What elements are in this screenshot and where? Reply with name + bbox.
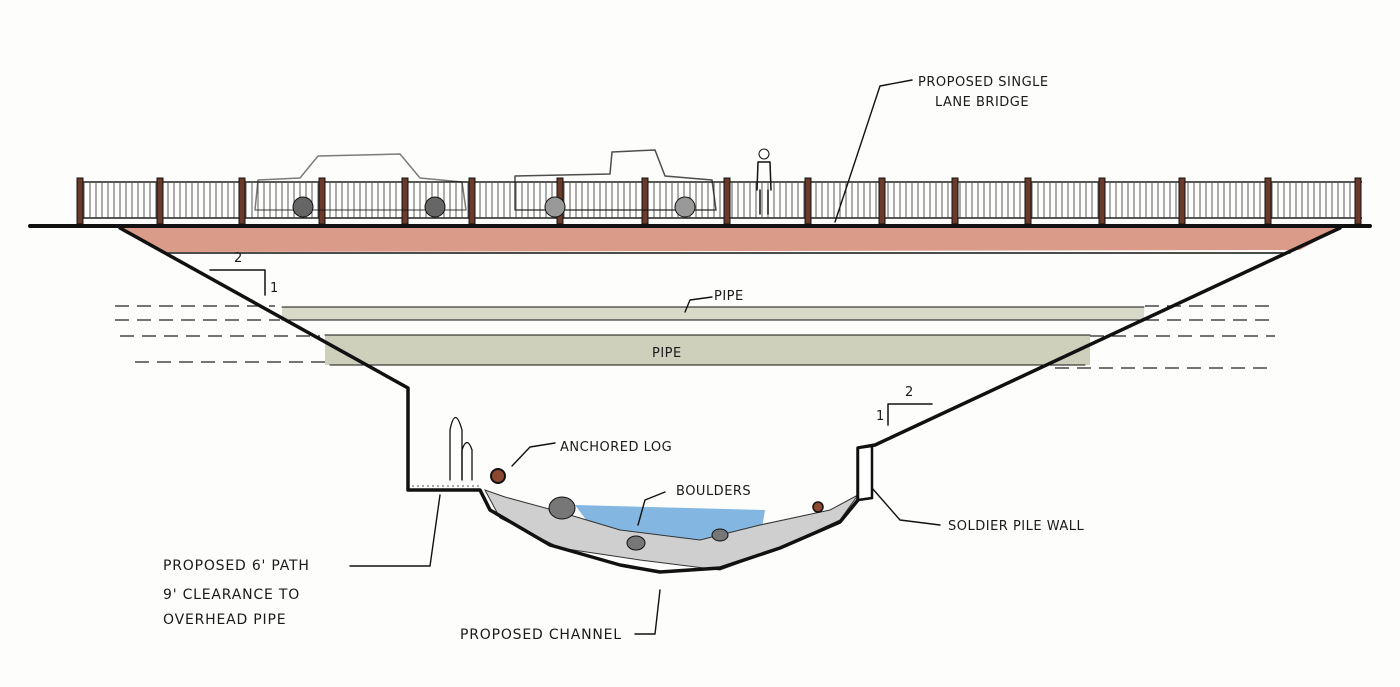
slope-right-run: 2 [905,385,914,400]
label-boulders: BOULDERS [676,484,751,499]
railing-post [878,177,886,225]
anchored-log [812,501,824,513]
railing-post [723,177,731,225]
label-pipe-lower: PIPE [652,346,682,361]
label-bridge-line1: PROPOSED SINGLE [918,75,1049,90]
slope-indicator-right [887,403,933,426]
car-sketch [254,153,467,218]
truck-sketch [514,149,717,218]
pipe-dashed-lines [115,305,1275,369]
railing-post [641,177,649,225]
soldier-pile-wall [856,444,874,502]
bridge-deck [120,228,1340,252]
label-path-line3: OVERHEAD PIPE [163,612,286,628]
label-bridge-line2: LANE BRIDGE [935,95,1029,110]
label-pipe-upper: PIPE [714,289,744,304]
label-channel: PROPOSED CHANNEL [460,627,622,643]
railing-post [804,177,812,225]
boulder [626,535,646,551]
railing-post [1354,177,1362,225]
person-on-bridge [756,148,772,215]
railing-post [1178,177,1186,225]
railing-post [401,177,409,225]
label-anchored-log: ANCHORED LOG [560,440,672,455]
railing-post [1098,177,1106,225]
anchored-log [490,468,506,484]
railing-post [1264,177,1272,225]
boulder [548,496,576,520]
slope-right-rise: 1 [876,409,885,424]
bridge-railing [76,177,1362,225]
lower-pipe [325,335,1090,365]
railing-post [318,177,326,225]
slope-left-run: 2 [234,251,243,266]
label-path-line1: PROPOSED 6' PATH [163,558,310,574]
people-on-path [449,416,473,481]
railing-post [238,177,246,225]
label-path-line2: 9' CLEARANCE TO [163,587,300,603]
leader-lines [349,79,941,635]
upper-pipe [282,307,1144,320]
boulder [711,528,729,542]
railing-post [156,177,164,225]
label-soldier-pile-wall: SOLDIER PILE WALL [948,519,1084,534]
railing-post [1024,177,1032,225]
railing-post [951,177,959,225]
railing-post [468,177,476,225]
railing-post [76,177,84,225]
slope-left-rise: 1 [270,281,279,296]
slope-indicator-left [209,269,266,296]
